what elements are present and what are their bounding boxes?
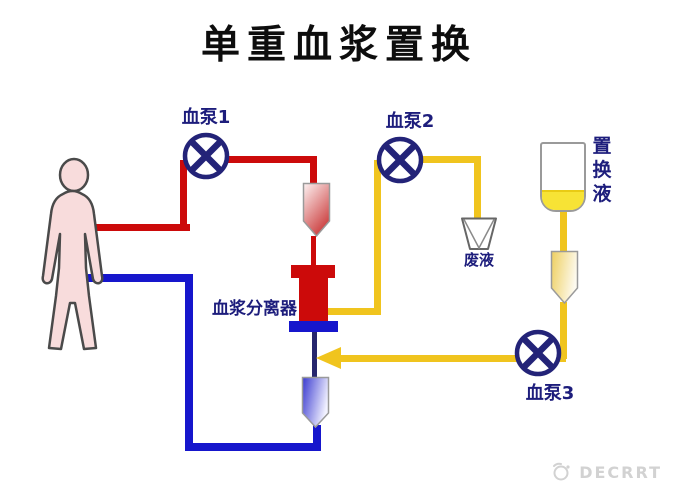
patient-figure xyxy=(41,157,104,351)
plasma-separator-outlet-band xyxy=(289,321,338,332)
venous-line-from-separator xyxy=(312,331,317,377)
pump1-label: 血泵1 xyxy=(181,107,231,128)
replacement-line-drop xyxy=(560,302,567,359)
arterial-line-top xyxy=(183,156,317,163)
plasma-line-to-waste xyxy=(474,158,481,219)
replacement-fluid-bag xyxy=(540,142,586,212)
venous-line-from-chamber xyxy=(313,425,321,447)
arterial-line-riser xyxy=(180,160,187,231)
venous-drip-chamber xyxy=(301,376,330,429)
plasma-line-top xyxy=(378,156,481,163)
blood-pump-2-icon xyxy=(376,136,424,184)
waste-label: 废液 xyxy=(463,251,494,269)
replacement-line-from-bag xyxy=(560,210,567,252)
watermark-text: DECRRT xyxy=(579,462,662,482)
pump3-label: 血泵3 xyxy=(525,383,575,404)
venous-line-bottom xyxy=(185,443,321,451)
replacement-drip-chamber xyxy=(550,250,579,305)
venous-line-to-patient xyxy=(88,274,192,282)
arterial-drip-chamber xyxy=(302,182,331,238)
blood-pump-1-icon xyxy=(182,132,230,180)
plasma-separator-body xyxy=(299,276,328,324)
replacement-fluid-liquid xyxy=(542,190,584,210)
pump2-label: 血泵2 xyxy=(385,111,435,132)
replacement-arrow-icon xyxy=(316,347,341,369)
plasma-line-from-separator xyxy=(328,308,381,315)
plasma-line-riser xyxy=(374,160,381,315)
page-title: 单重血浆置换 xyxy=(200,22,477,68)
replacement-fluid-label: 置换液 xyxy=(592,135,612,205)
blood-pump-3-icon xyxy=(514,329,562,377)
arterial-line-to-separator xyxy=(311,236,316,267)
replacement-line-shaft xyxy=(338,355,566,362)
decrrt-logo-icon xyxy=(553,462,570,481)
watermark: DECRRT xyxy=(550,460,662,484)
arterial-line-from-patient xyxy=(94,224,190,231)
waste-container-icon xyxy=(461,217,497,250)
plasma-separator-cap xyxy=(291,265,335,278)
venous-line-riser xyxy=(185,274,193,451)
arterial-line-drop xyxy=(310,158,317,185)
separator-label: 血浆分离器 xyxy=(212,299,297,319)
